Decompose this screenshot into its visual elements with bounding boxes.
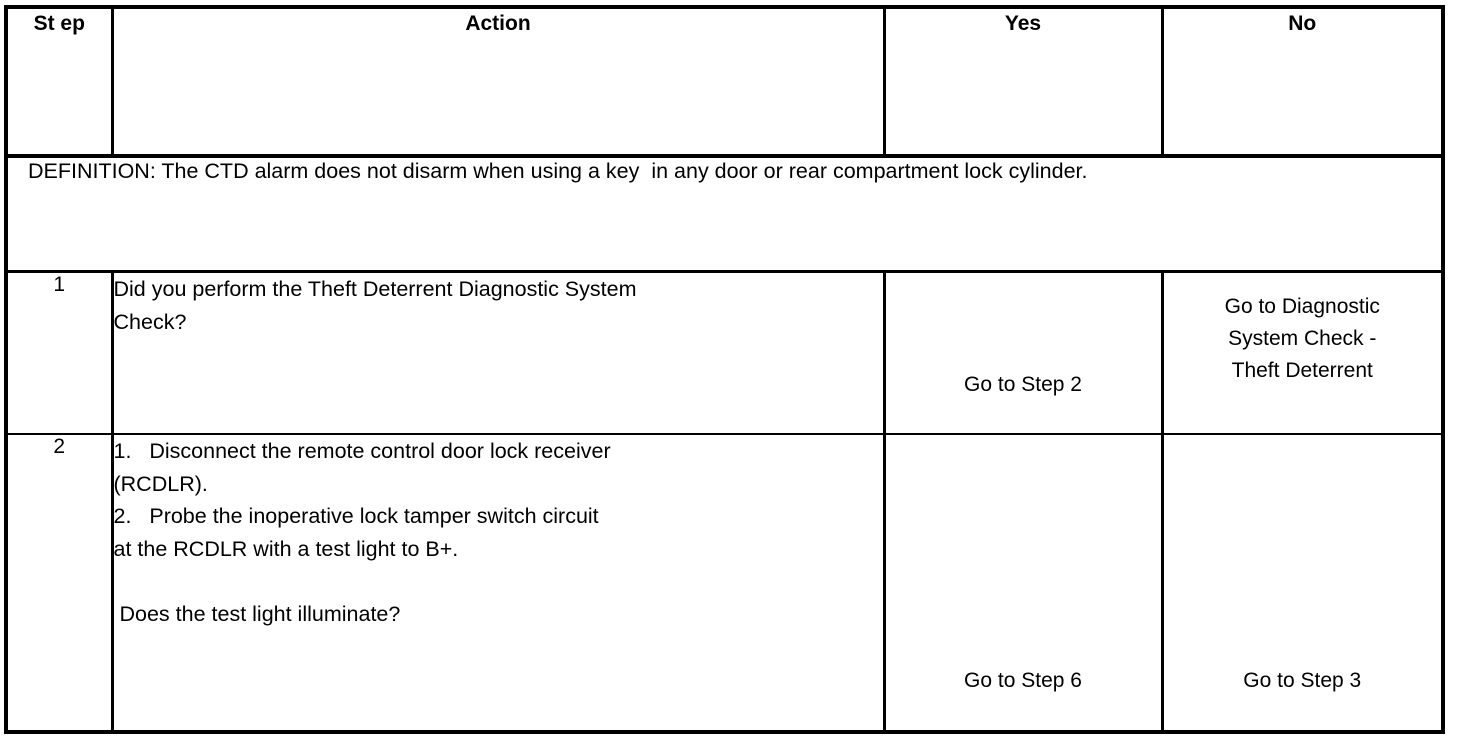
- action-line-spacer: [114, 566, 883, 599]
- header-row: St ep Action Yes No: [4, 6, 1445, 158]
- no-branch-line: System Check -: [1228, 326, 1377, 350]
- column-header-no: No: [1160, 6, 1445, 158]
- yes-branch-line: Go to Step 6: [964, 669, 1082, 692]
- column-header-step-label: St ep: [33, 12, 85, 35]
- diagnostic-table: St ep Action Yes No DEFINITION: The CTD …: [4, 5, 1445, 734]
- yes-branch-cell: Go to Step 2: [882, 270, 1164, 435]
- column-header-step: St ep: [4, 6, 114, 158]
- step-number: 2: [4, 433, 114, 733]
- column-header-action: Action: [110, 6, 886, 158]
- action-cell: 1. Disconnect the remote control door lo…: [110, 433, 886, 733]
- action-cell: Did you perform the Theft Deterrent Diag…: [110, 270, 886, 435]
- action-line: 1. Disconnect the remote control door lo…: [113, 439, 611, 463]
- no-branch-inner: Go to Diagnostic System Check - Theft De…: [1164, 273, 1442, 387]
- no-branch-cell: Go to Diagnostic System Check - Theft De…: [1160, 270, 1445, 435]
- table-body: DEFINITION: The CTD alarm does not disar…: [4, 154, 1445, 733]
- definition-cell: DEFINITION: The CTD alarm does not disar…: [4, 154, 1445, 273]
- column-header-action-label: Action: [465, 12, 531, 35]
- no-branch-inner: Go to Step 3: [1164, 435, 1442, 697]
- no-branch-line: Go to Step 3: [1243, 669, 1362, 692]
- column-header-yes: Yes: [882, 6, 1164, 158]
- yes-branch-cell: Go to Step 6: [882, 433, 1164, 733]
- action-line: (RCDLR).: [113, 471, 208, 496]
- action-line: at the RCDLR with a test light to B+.: [113, 537, 459, 562]
- yes-branch-inner: Go to Step 2: [886, 273, 1161, 401]
- column-header-no-label: No: [1288, 12, 1317, 35]
- no-branch-line: Theft Deterrent: [1231, 358, 1373, 382]
- table-row: 1 Did you perform the Theft Deterrent Di…: [4, 270, 1445, 435]
- action-line: 2. Probe the inoperative lock tamper swi…: [113, 504, 599, 529]
- yes-branch-line: Go to Step 2: [964, 373, 1082, 396]
- yes-branch-inner: Go to Step 6: [886, 435, 1161, 697]
- no-branch-cell: Go to Step 3: [1160, 433, 1445, 733]
- action-line: Check?: [113, 309, 187, 334]
- table-row: 2 1. Disconnect the remote control door …: [4, 433, 1445, 733]
- definition-row: DEFINITION: The CTD alarm does not disar…: [4, 154, 1445, 273]
- action-line: Does the test light illuminate?: [113, 602, 401, 627]
- no-branch-line: Go to Diagnostic: [1224, 295, 1380, 318]
- definition-text: DEFINITION: The CTD alarm does not disar…: [28, 159, 1088, 183]
- step-number: 1: [4, 270, 114, 435]
- column-header-yes-label: Yes: [1004, 12, 1042, 35]
- table-header: St ep Action Yes No: [4, 6, 1445, 158]
- action-line: Did you perform the Theft Deterrent Diag…: [113, 277, 637, 301]
